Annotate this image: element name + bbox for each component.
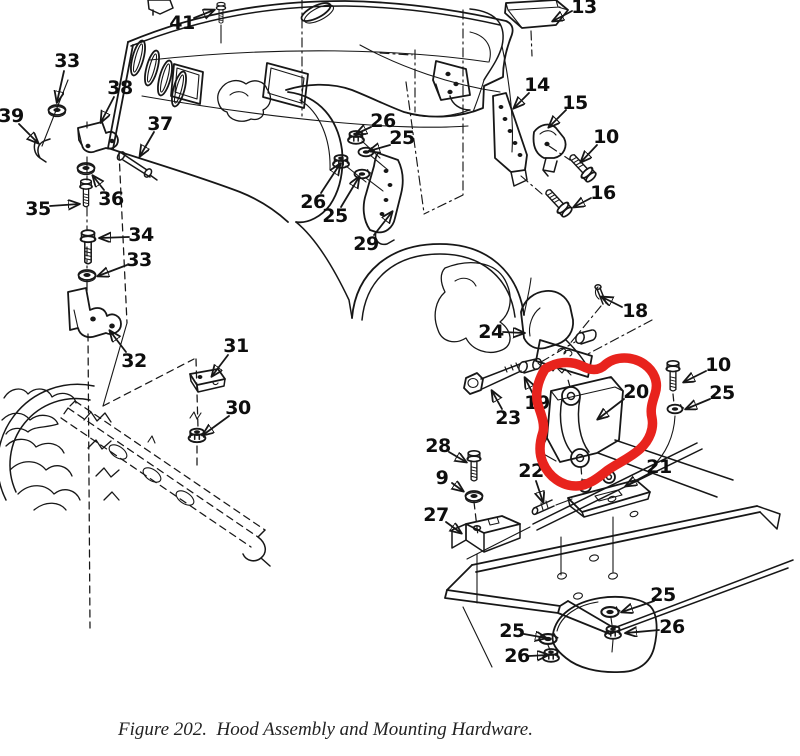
callout-25-b: 25 [322,205,348,227]
callout-25-e: 25 [499,620,525,642]
callout-21: 21 [646,456,672,478]
callout-14: 14 [524,74,550,96]
callout-22: 22 [518,460,544,482]
callout-25-a: 25 [389,127,415,149]
callout-26-c: 26 [659,616,685,638]
callout-24: 24 [478,321,504,343]
figure-caption: Figure 202. Hood Assembly and Mounting H… [118,719,533,740]
callout-30: 30 [225,397,251,419]
callout-9: 9 [435,467,449,489]
callout-16: 16 [590,182,616,204]
callout-38: 38 [107,77,133,99]
callout-18: 18 [622,300,648,322]
callout-41: 41 [169,12,195,34]
callout-37: 37 [147,113,173,135]
callout-34: 34 [128,224,154,246]
callout-25-d: 25 [650,584,676,606]
callout-32: 32 [121,350,147,372]
callout-10-a: 10 [593,126,619,148]
callout-31: 31 [223,335,249,357]
callout-19: 19 [524,392,550,414]
callout-15: 15 [562,92,588,114]
callout-35: 35 [25,198,51,220]
callout-33-upper: 33 [54,50,80,72]
callout-13: 13 [571,0,597,18]
callout-20: 20 [623,381,649,403]
callout-28: 28 [425,435,451,457]
callout-27: 27 [423,504,449,526]
callout-23: 23 [495,407,521,429]
callout-26-d: 26 [504,645,530,667]
callout-36: 36 [98,188,124,210]
callout-10-b: 10 [705,354,731,376]
callout-39: 39 [0,105,24,127]
callout-25-c: 25 [709,382,735,404]
callout-29: 29 [353,233,379,255]
callout-33-lower: 33 [126,249,152,271]
